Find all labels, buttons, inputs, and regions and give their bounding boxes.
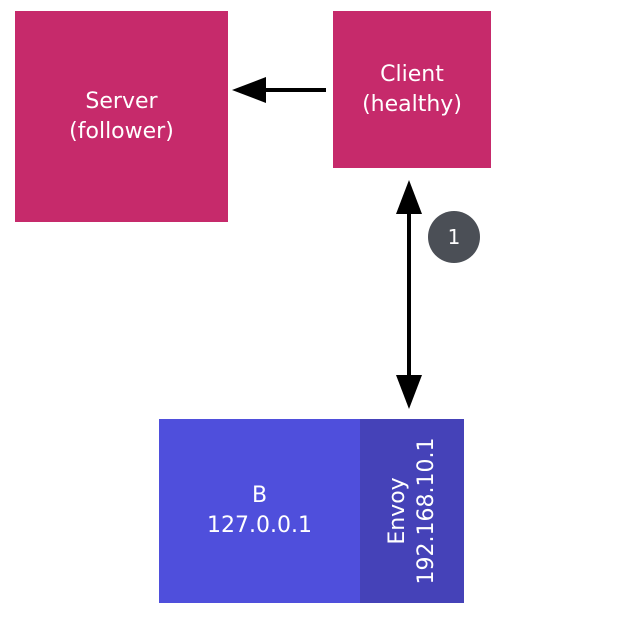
node-b-box: B 127.0.0.1 [159, 419, 360, 603]
server-role-label: (follower) [69, 118, 174, 144]
client-envoy-bidirectional-arrow [396, 180, 422, 409]
step-number-badge: 1 [428, 211, 480, 263]
server-follower-box: Server (follower) [15, 11, 228, 222]
client-status-label: (healthy) [362, 91, 462, 117]
envoy-sidecar-box: Envoy 192.168.10.1 [360, 419, 464, 603]
server-label: Server [85, 88, 158, 114]
node-b-ip: 127.0.0.1 [207, 513, 312, 538]
client-to-server-arrow [232, 77, 326, 103]
node-b-name: B [251, 483, 268, 508]
client-label: Client [380, 61, 444, 87]
client-healthy-box: Client (healthy) [333, 11, 491, 168]
